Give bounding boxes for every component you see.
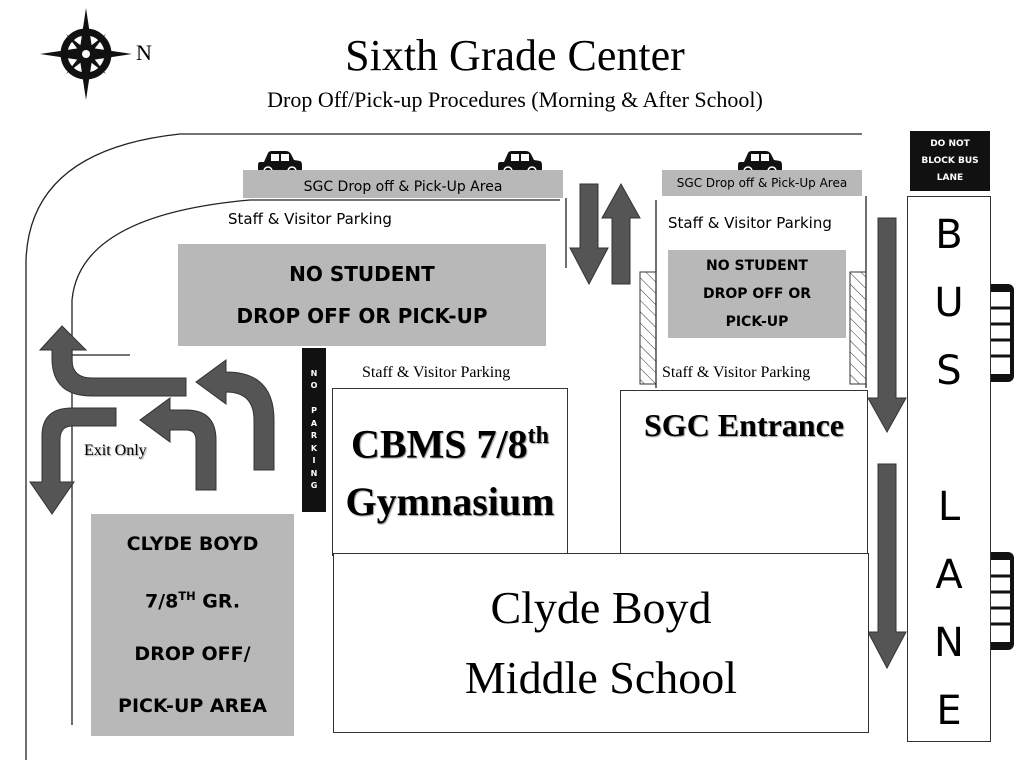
hatched-island-right <box>849 271 867 385</box>
no-parking-letter: N <box>310 468 318 478</box>
gym-name-line: CBMS 7/8th <box>350 421 550 467</box>
no-parking-letter <box>313 393 316 406</box>
gym-name-line: Gymnasium <box>345 479 555 525</box>
arrow-down-icon <box>867 463 907 670</box>
arrow-down-icon <box>867 217 907 434</box>
no-parking-letter: O <box>310 381 318 390</box>
no-parking-letter: R <box>310 431 318 440</box>
exit-only-label: Exit Only <box>84 442 147 459</box>
no-student-line: PICK-UP <box>725 314 789 330</box>
staff-parking-label: Staff & Visitor Parking <box>662 364 811 381</box>
no-student-line: DROP OFF OR PICK-UP <box>236 304 488 328</box>
arrow-down-icon <box>569 183 609 286</box>
bus-lane-letter: S <box>936 348 962 394</box>
no-student-line: DROP OFF OR <box>702 286 812 302</box>
arrow-up-icon <box>601 182 641 285</box>
school-name-line: Middle School <box>464 652 738 703</box>
gymnasium-building: CBMS 7/8th Gymnasium <box>332 388 568 556</box>
compass-north-label: N <box>136 40 152 65</box>
page-subtitle: Drop Off/Pick-up Procedures (Morning & A… <box>267 87 763 112</box>
arrow-curve-up-icon <box>139 397 217 491</box>
arrow-curve-down-icon <box>29 407 117 515</box>
no-parking-sign: N O P A R K I N G <box>302 348 326 512</box>
no-parking-letter: G <box>310 481 318 490</box>
bus-lane-letter: U <box>934 280 964 326</box>
bus-lane-letter: N <box>934 620 964 666</box>
sign-line: DO NOT <box>930 138 970 149</box>
clyde-boyd-dropoff-area: CLYDE BOYD 7/8TH GR. DROP OFF/ PICK-UP A… <box>91 514 294 736</box>
hatched-island-left <box>639 271 657 385</box>
staff-parking-label: Staff & Visitor Parking <box>668 214 832 232</box>
compass-rose-icon <box>40 8 132 100</box>
dropoff-line: DROP OFF/ <box>134 642 251 665</box>
bus-lane-letter: E <box>936 688 962 734</box>
no-student-zone-left: NO STUDENT DROP OFF OR PICK-UP <box>178 244 546 346</box>
no-parking-letter: N <box>310 368 318 378</box>
do-not-block-sign: DO NOT BLOCK BUS LANE <box>910 131 990 191</box>
school-name-line: Clyde Boyd <box>490 582 712 633</box>
no-parking-letter: I <box>312 456 316 465</box>
no-student-line: NO STUDENT <box>289 262 435 286</box>
dropoff-line: 7/8TH GR. <box>144 589 241 613</box>
staff-parking-label: Staff & Visitor Parking <box>228 210 392 228</box>
dropoff-line: CLYDE BOYD <box>126 533 259 556</box>
bus-lane: B U S L A N E <box>907 196 991 742</box>
dropoff-line: PICK-UP AREA <box>118 694 267 717</box>
no-parking-letter: P <box>311 406 317 415</box>
sign-line: BLOCK BUS <box>921 155 979 166</box>
no-student-zone-right: NO STUDENT DROP OFF OR PICK-UP <box>668 250 846 338</box>
staff-parking-label: Staff & Visitor Parking <box>362 364 511 381</box>
inner-road-edge <box>71 199 560 725</box>
sgc-dropoff-area-right: SGC Drop off & Pick-Up Area <box>662 170 862 196</box>
arrow-curve-up-icon <box>195 359 275 471</box>
sgc-dropoff-area-left: SGC Drop off & Pick-Up Area <box>243 170 563 198</box>
traffic-arrows <box>29 182 907 670</box>
bus-lane-letter: A <box>935 552 963 598</box>
bus-lane-letter: L <box>937 484 961 530</box>
arrow-curve-up-icon <box>38 325 187 397</box>
sgc-entrance-label: SGC Entrance <box>644 407 844 443</box>
sign-line: LANE <box>936 172 964 183</box>
sgc-entrance-building: SGC Entrance <box>620 390 868 556</box>
middle-school-building: Clyde Boyd Middle School <box>333 553 869 733</box>
bus-lane-letter <box>943 405 956 473</box>
no-student-line: NO STUDENT <box>706 258 808 274</box>
page-title: Sixth Grade Center <box>345 30 685 80</box>
bus-lane-letter: B <box>935 212 963 258</box>
outer-road-edge <box>25 133 862 760</box>
no-parking-letter: A <box>310 418 318 428</box>
no-parking-letter: K <box>310 443 318 453</box>
